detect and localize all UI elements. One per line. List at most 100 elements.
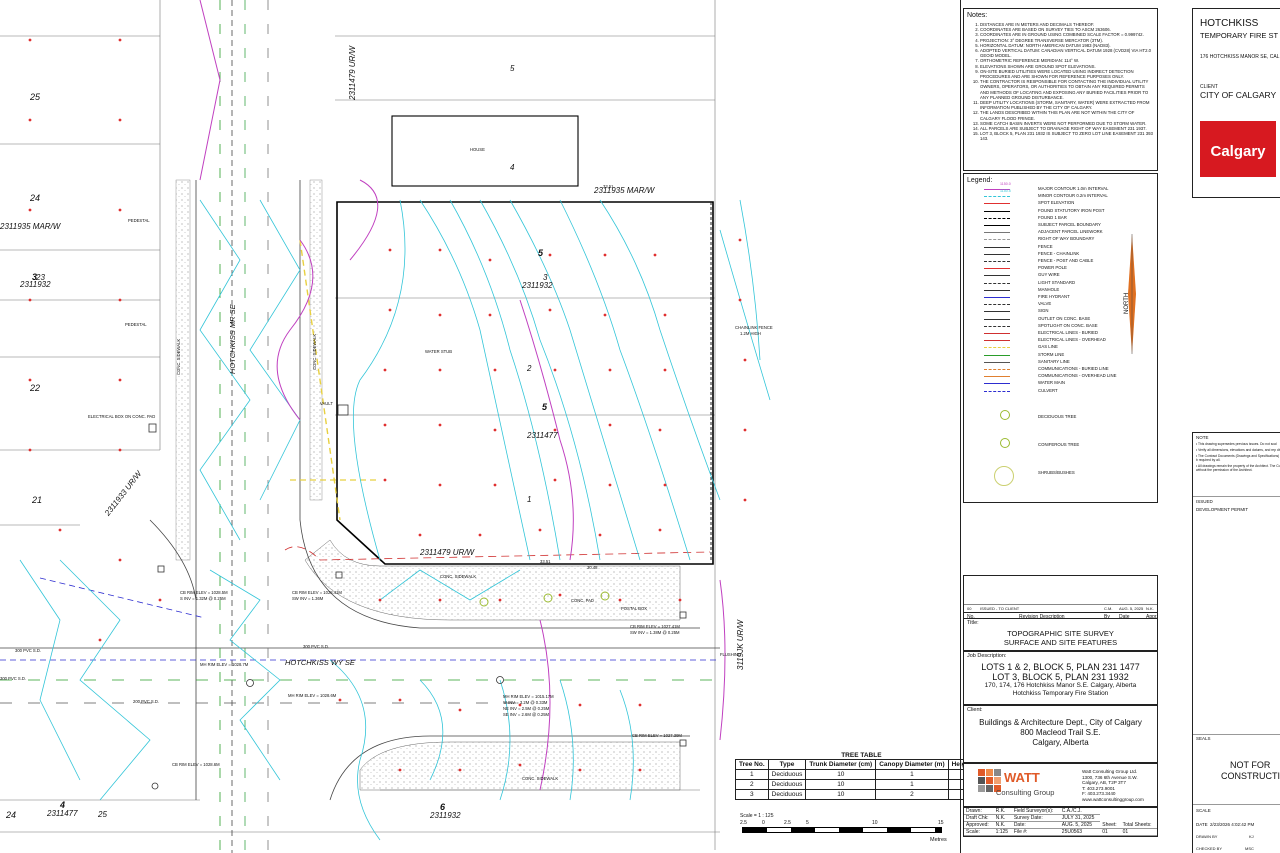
legend-item: SANITARY LINE — [964, 359, 1129, 366]
revision-cell: AUG. 5, 2025 — [1119, 606, 1144, 611]
calgary-logo: Calgary — [1200, 121, 1276, 177]
street-name: HOTCHKISS WY SE — [285, 658, 355, 667]
note-item: ADOPTED VERTICAL DATUM: CANADIAN VERTICA… — [980, 48, 1153, 58]
checked-caption: CHECKED BY — [1196, 846, 1223, 851]
legend-item: GUY WIRE — [964, 272, 1129, 279]
table-row: Draft Chk:N.K.Survey Date:JULY 31, 2025 — [964, 814, 1157, 822]
callout-mh3c: NE INV = 2.5M @ 0.25M — [503, 706, 550, 711]
legend-item: VALVE — [964, 301, 1129, 308]
legend-item: FENCE - CHAINLINK — [964, 251, 1129, 258]
north-label: NORTH — [1124, 292, 1130, 314]
table-row: 1Deciduous1014 — [735, 769, 988, 780]
callout-dim2: 33.51 — [540, 559, 551, 564]
firm-subname: Consulting Group — [996, 788, 1055, 797]
plan-id: 2311932 — [20, 280, 51, 289]
legend-symbol-icon — [984, 225, 1010, 226]
legend-symbol-icon — [984, 253, 1010, 255]
construction-text: CONSTRUCTIO — [1221, 771, 1280, 781]
calgary-logo-text: Calgary — [1210, 143, 1266, 160]
legend-item: OUTLET ON CONC. BASE — [964, 316, 1129, 323]
block-number: 6 — [440, 802, 446, 812]
tree-table-title: TREE TABLE — [841, 752, 882, 759]
architect-note: • All drawings remain the property of th… — [1196, 464, 1280, 472]
date-value: 2/23/2026 4:02:42 PM — [1210, 822, 1255, 827]
legend-label: MINOR CONTOUR 0.2m INTERVAL — [1038, 193, 1108, 199]
legend-item: SUBJECT PARCEL BOUNDARY — [964, 222, 1129, 229]
utility-lines — [0, 0, 720, 853]
callout-vault: VAULT — [320, 401, 333, 406]
scale-unit: Metres — [930, 837, 947, 843]
field-cell: N.K. — [993, 821, 1012, 829]
legend-symbol-icon — [984, 196, 1010, 198]
revision-header: By — [1104, 614, 1110, 620]
legend-symbol-icon — [984, 210, 1010, 212]
legend-item: DECIDUOUS TREE — [964, 410, 1129, 421]
drawing-title-2: SURFACE AND SITE FEATURES — [1003, 638, 1118, 647]
tree-table-cell: 1 — [735, 769, 769, 780]
callout-conc-sidewalk1: CONC. SIDEWALK — [176, 338, 181, 375]
revision-cell: 00 — [967, 606, 972, 611]
legend-label: GUY WIRE — [1038, 272, 1060, 278]
legend-title: Legend: — [967, 177, 993, 184]
tree-symbol-icon — [1000, 410, 1010, 420]
north-arrow — [1126, 234, 1138, 354]
plan-id: 2311932 — [430, 811, 461, 820]
block-number: 5 — [538, 248, 544, 258]
lot-number: 1 — [527, 495, 532, 504]
callout-mh1: MH RIM ELEV = 1028.7M — [200, 662, 249, 667]
job-line-2: LOT 3, BLOCK 5, PLAN 231 1932 — [992, 672, 1129, 682]
note-item: COORDINATES ARE IN GROUND USING COMBINED… — [980, 32, 1153, 37]
legend-symbol-icon — [984, 333, 1010, 334]
legend-item: MINOR CONTOUR 0.2m INTERVAL — [964, 193, 1129, 200]
legend-label: SIGN — [1038, 308, 1049, 314]
street-name: HOTCHKISS MR SE — [228, 304, 237, 374]
block-number: 4 — [60, 800, 66, 810]
field-cell: Drawn: — [964, 808, 994, 815]
field-cell: Sheet: — [1100, 821, 1121, 829]
tree-table-cell: 2 — [735, 779, 769, 790]
notes-title: Notes: — [967, 12, 988, 19]
sidewalk-hatch-west — [175, 179, 191, 561]
plan-id: 2311935 MAR/W — [0, 222, 61, 231]
legend-label: FENCE - CHAINLINK — [1038, 250, 1080, 256]
legend-label: GAS LINE — [1038, 344, 1058, 350]
block-number: 3 — [32, 272, 38, 282]
legend-item: FOUND STATUTORY IRON POST — [964, 208, 1129, 215]
revision-header: Revision Description — [1019, 614, 1065, 620]
sidewalk-hatch-mid — [309, 179, 323, 501]
scale-tick: 10 — [872, 820, 878, 826]
trees — [479, 591, 610, 607]
plan-id: 2311479 UR/W — [420, 548, 475, 557]
legend-symbol-icon — [984, 325, 1010, 327]
tree-table-cell: 2 — [875, 789, 949, 800]
legend-symbol-icon — [984, 369, 1010, 370]
legend-symbol-icon — [984, 361, 1010, 363]
note-item: HORIZONTAL DATUM: NORTH AMERICAN DATUM 1… — [980, 43, 1153, 48]
site-plan-drawing — [0, 0, 771, 853]
client-caption: CLIENT — [1200, 84, 1218, 90]
table-row: Drawn:R.K.Field Surveyor(s):C.A./C.J. — [964, 808, 1157, 815]
callout-pvc1: 300 PVC S.D. — [15, 648, 42, 653]
plan-id: 2311479 UR/W — [348, 45, 357, 100]
legend-label: DECIDUOUS TREE — [1038, 414, 1077, 419]
legend-label: STORM LINE — [1038, 351, 1065, 357]
lot-number: 25 — [30, 92, 41, 102]
legend-label: ELECTRICAL LINES - BURIED — [1038, 330, 1099, 335]
legend-symbol-icon — [984, 376, 1010, 378]
scale-tick: 15 — [938, 820, 944, 826]
lot-number: 24 — [30, 193, 41, 203]
note-caption: NOTE — [1196, 435, 1209, 440]
field-cell: N.K. — [993, 814, 1012, 822]
callout-conc-sidewalk4: CONC. SIDEWALK — [522, 776, 559, 781]
legend-item: COMMUNICATIONS - OVERHEAD LINE — [964, 373, 1129, 380]
manholes — [148, 404, 687, 790]
legend-label: SANITARY LINE — [1038, 358, 1070, 364]
note-item: ALL PARCELS ARE SUBJECT TO DRAINAGE RIGH… — [980, 126, 1153, 131]
revision-cell: ISSUED - TO CLIENT — [980, 606, 1020, 611]
house-outline — [391, 115, 579, 187]
legend-symbol-icon — [984, 311, 1010, 313]
callout-flush: FLUSHING — [720, 652, 742, 657]
note-item: THE LANDS DESCRIBED WITHIN THIS PLAN ARE… — [980, 110, 1153, 120]
